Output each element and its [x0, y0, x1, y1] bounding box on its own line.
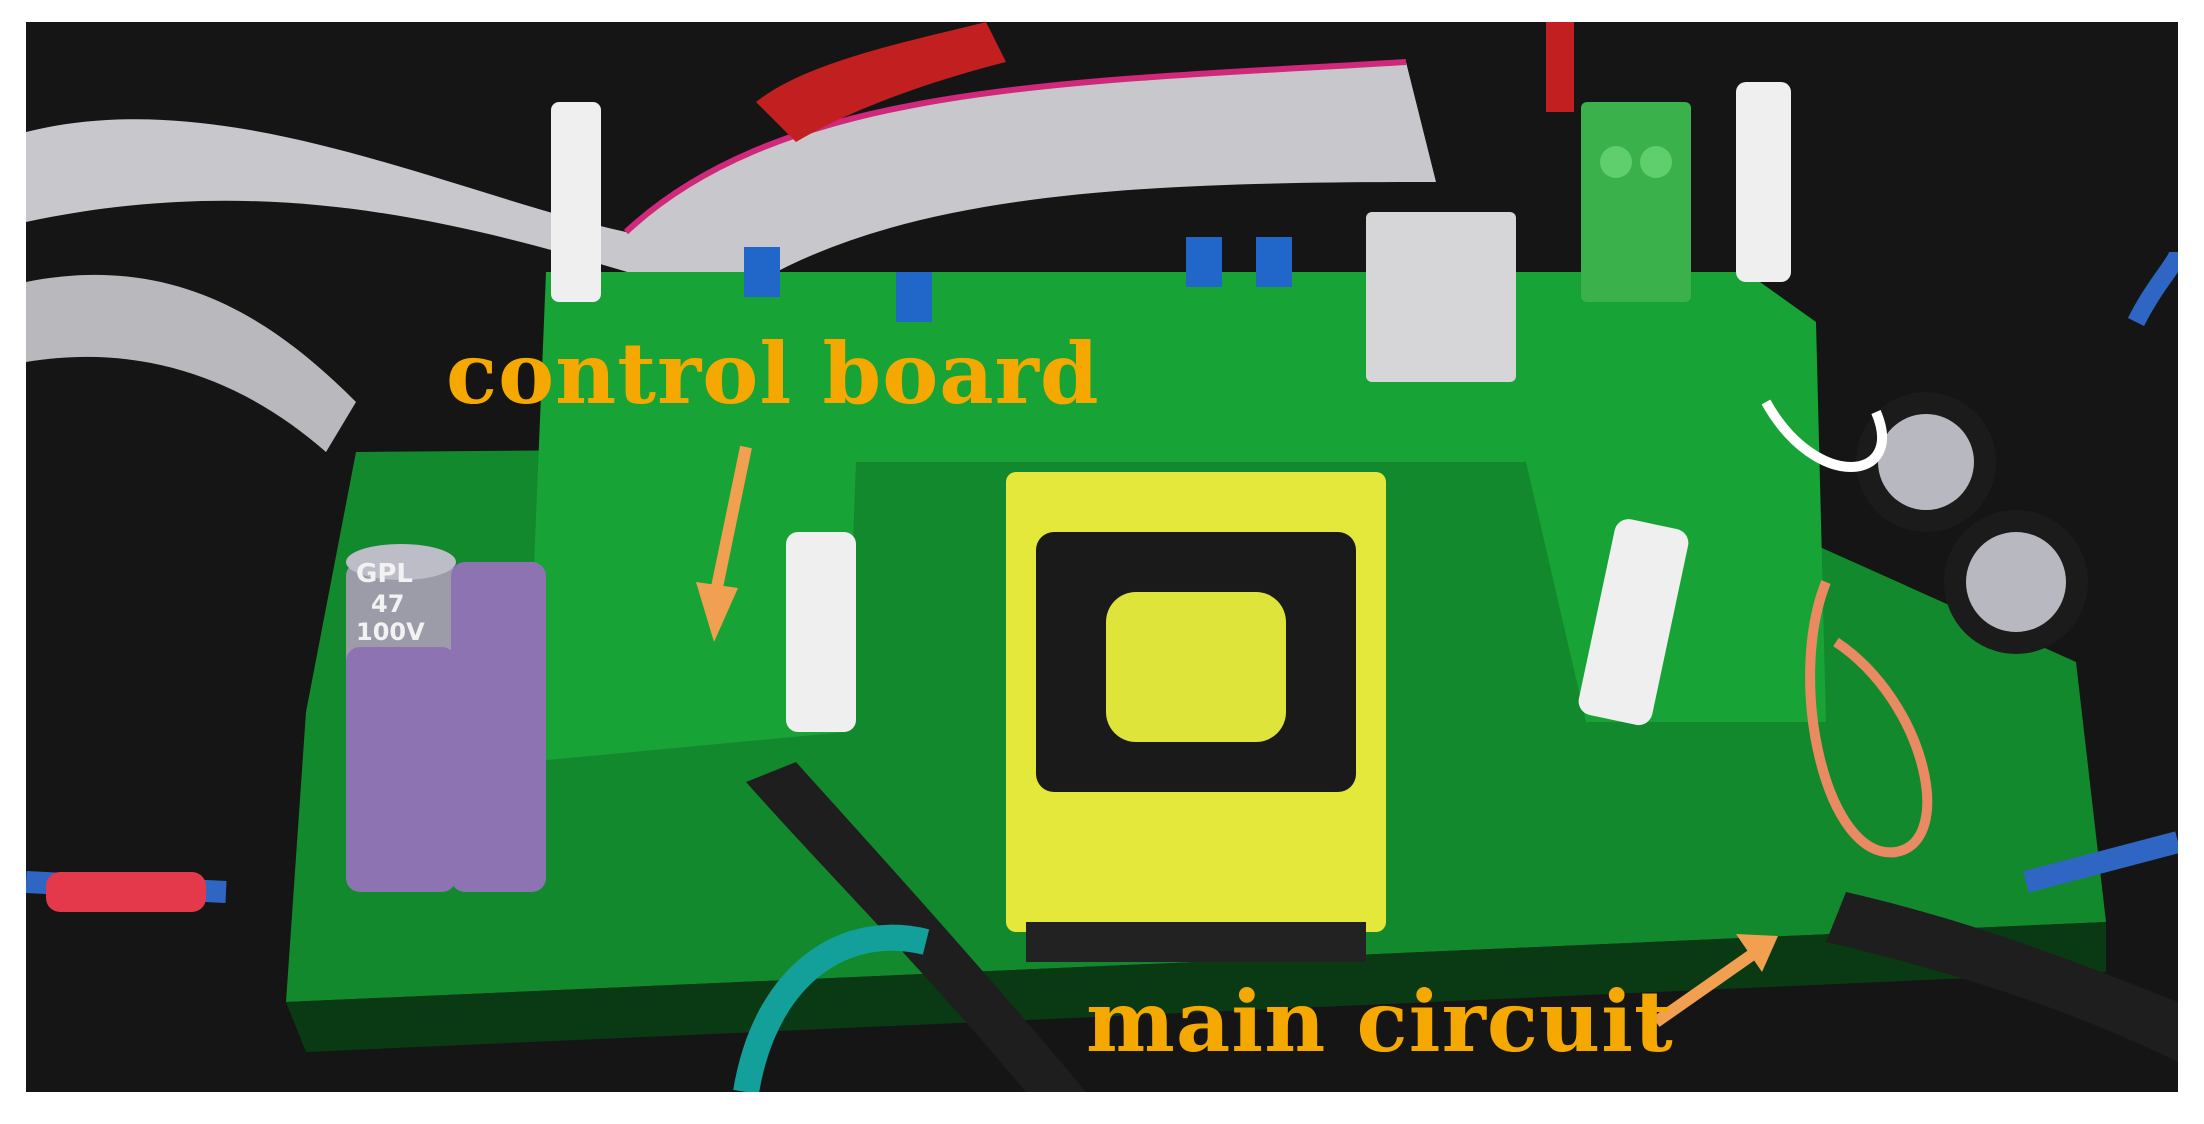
- ribbon-cable-red-edge: [623, 59, 1407, 235]
- standoff-middle: [786, 532, 856, 732]
- jumper-3: [1186, 237, 1222, 287]
- jumper-2: [896, 272, 932, 322]
- right-capacitor-1-top: [1878, 414, 1974, 510]
- control-board-arrowhead: [696, 582, 738, 642]
- capacitor-brand: GPL: [356, 559, 413, 589]
- standoff-top-left: [551, 102, 601, 302]
- red-wire-top: [1546, 22, 1574, 112]
- ribbon-cable: [26, 62, 1436, 302]
- main-circuit-label: main circuit: [1086, 972, 1674, 1071]
- red-terminal-left: [46, 872, 206, 912]
- white-wire-loop: [1761, 399, 1887, 472]
- capacitor-voltage: 100V: [356, 618, 425, 646]
- standoff-top-right: [1736, 82, 1791, 282]
- blue-wire-right: [2023, 831, 2178, 893]
- terminal-screw-2: [1640, 146, 1672, 178]
- jumper-1: [744, 247, 780, 297]
- capacitor-bank: GPL 47 100V: [346, 544, 546, 892]
- red-wire: [756, 22, 1006, 142]
- capacitor-value: 47: [371, 590, 404, 618]
- blue-wire-top-right: [2127, 250, 2178, 327]
- control-board: [526, 272, 1826, 762]
- terminal-screw-1: [1600, 146, 1632, 178]
- jumper-4: [1256, 237, 1292, 287]
- terminal-block: [1581, 102, 1691, 302]
- main-circuit-arrowhead: [1736, 934, 1778, 972]
- photo-frame: GPL 47 100V control board main circuit: [26, 22, 2178, 1092]
- orange-wire-loop: [1805, 580, 1933, 858]
- teal-wire: [733, 924, 930, 1092]
- black-cable-right: [1826, 892, 2178, 1062]
- main-board-edge: [286, 922, 2106, 1052]
- standoff-right: [1578, 519, 1689, 726]
- transformer-winding: [1106, 592, 1286, 742]
- right-capacitor-2-top: [1966, 532, 2066, 632]
- control-board-arrow: [710, 445, 752, 594]
- transformer-base: [1026, 922, 1366, 962]
- pcb-photo: GPL 47 100V: [26, 22, 2178, 1092]
- ribbon-connector: [1366, 212, 1516, 382]
- ribbon-cable-left: [26, 274, 356, 452]
- main-circuit-arrow: [1652, 947, 1760, 1027]
- control-board-label: control board: [446, 324, 1100, 423]
